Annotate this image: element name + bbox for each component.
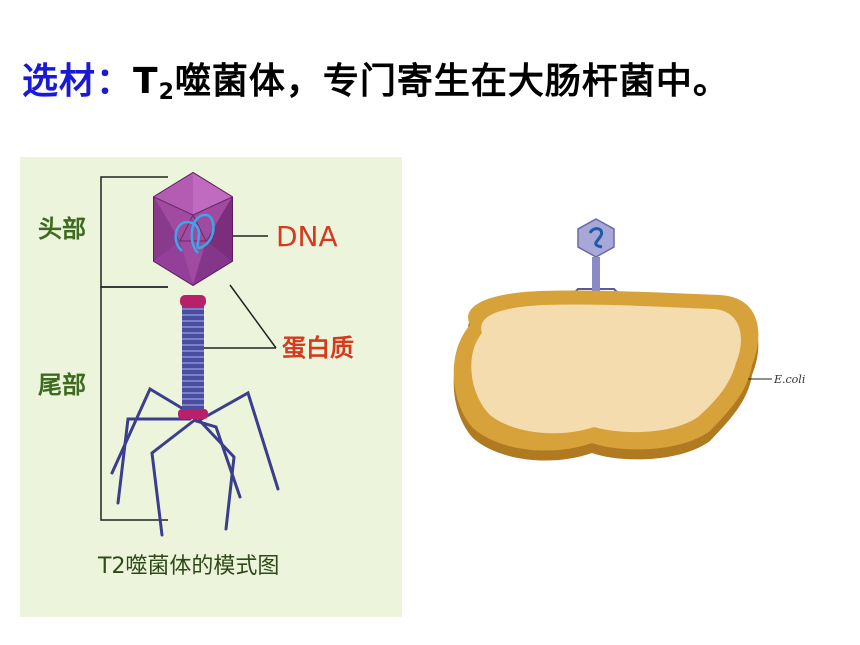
tail-rings — [182, 308, 204, 406]
label-protein: 蛋白质 — [282, 333, 354, 362]
label-head: 头部 — [38, 214, 86, 243]
title-t-subscript: 2 — [158, 80, 175, 105]
title-rest: 噬菌体，专门寄生在大肠杆菌中。 — [174, 61, 730, 102]
ecoli-cytoplasm — [471, 304, 741, 434]
phage-diagram-panel: 头部 尾部 DNA 蛋白质 T2噬菌体的模式图 — [20, 157, 402, 617]
dna-strand — [174, 213, 215, 254]
small-phage-dna — [588, 227, 604, 249]
base-plate — [178, 409, 208, 419]
ecoli-label: E.coli — [773, 373, 805, 386]
protein-pointer-head — [229, 284, 277, 349]
small-phage — [569, 218, 623, 300]
phage-diagram: 头部 尾部 DNA 蛋白质 T2噬菌体的模式图 — [38, 171, 354, 579]
ecoli-illustration: E.coli — [430, 205, 830, 479]
collar — [180, 295, 206, 307]
diagram-caption: T2噬菌体的模式图 — [97, 554, 279, 579]
tail-fibers — [110, 386, 280, 537]
slide-title: 选材：T2噬菌体，专门寄生在大肠杆菌中。 — [22, 52, 730, 105]
label-tail: 尾部 — [38, 370, 86, 399]
small-phage-tail — [592, 257, 600, 291]
title-lead: 选材： — [22, 61, 134, 102]
title-body: T2噬菌体，专门寄生在大肠杆菌中。 — [133, 61, 730, 105]
tail-sheath — [182, 303, 204, 415]
tail-bracket — [100, 286, 168, 521]
title-t-letter: T — [133, 61, 159, 102]
capsid-head — [153, 171, 233, 287]
ecoli-svg: E.coli — [453, 218, 805, 461]
label-dna: DNA — [276, 220, 338, 253]
